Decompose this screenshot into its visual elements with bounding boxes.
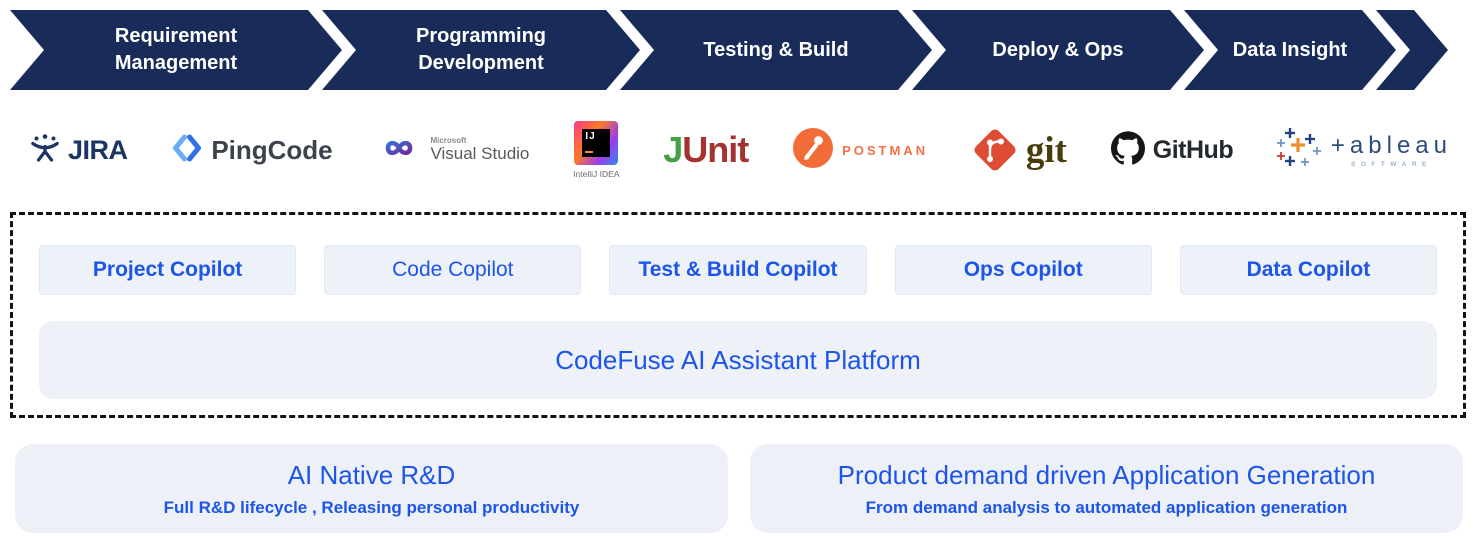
benefit-app-generation: Product demand driven Application Genera…	[750, 444, 1463, 533]
tableau-software-label: SOFTWARE	[1351, 161, 1432, 168]
intellij-dash	[585, 150, 594, 153]
stage-programming-development: Programming Development	[322, 10, 640, 90]
stage-label: Testing & Build	[703, 38, 849, 61]
benefit-ai-native-rd: AI Native R&D Full R&D lifecycle , Relea…	[15, 444, 728, 533]
microsoft-label: Microsoft	[430, 135, 467, 145]
stage-label: Programming Development	[415, 25, 547, 74]
benefit-subtitle: Full R&D lifecycle , Releasing personal …	[163, 497, 580, 517]
benefit-title: Product demand driven Application Genera…	[837, 459, 1376, 490]
tool-visual-studio: Microsoft Visual Studio	[376, 133, 529, 168]
stage-label: Requirement Management	[114, 25, 238, 74]
stage-deploy-ops: Deploy & Ops	[912, 10, 1204, 90]
benefit-title: AI Native R&D	[287, 459, 456, 490]
visual-studio-logo-icon	[376, 133, 422, 168]
project-copilot-button: Project Copilot	[39, 245, 297, 295]
codefuse-dashed-box: Project Copilot Code Copilot Test & Buil…	[10, 212, 1466, 418]
benefits-row: AI Native R&D Full R&D lifecycle , Relea…	[15, 444, 1463, 533]
github-octocat-icon	[1110, 130, 1145, 170]
junit-wordmark-j: J	[663, 129, 683, 170]
tableau-wordmark: +ableau	[1330, 132, 1452, 159]
tableau-logo-icon	[1276, 127, 1321, 174]
test-build-copilot-button: Test & Build Copilot	[609, 245, 867, 295]
tool-pingcode: PingCode	[171, 132, 333, 169]
postman-logo-icon	[792, 127, 834, 174]
tool-jira: JIRA	[30, 133, 128, 168]
tool-github: GitHub	[1110, 130, 1234, 170]
code-copilot-button: Code Copilot	[324, 245, 582, 295]
stage-data-insight: Data Insight	[1184, 10, 1396, 90]
stage-label: Data Insight	[1232, 38, 1348, 61]
data-copilot-button: Data Copilot	[1179, 245, 1438, 295]
stage-requirement-management: Requirement Management	[10, 10, 342, 90]
git-wordmark: git	[1025, 129, 1067, 171]
stage-testing-build: Testing & Build	[620, 10, 932, 90]
postman-wordmark: POSTMAN	[842, 142, 929, 158]
tool-tableau: +ableau SOFTWARE	[1276, 127, 1452, 174]
jira-logo-icon	[30, 133, 60, 168]
intellij-badge-text: IJ	[585, 131, 596, 142]
tool-git: git	[972, 127, 1067, 173]
tool-postman: POSTMAN	[792, 127, 928, 174]
jira-wordmark: JIRA	[68, 134, 128, 165]
intellij-logo-icon: IJ	[574, 121, 619, 165]
copilot-row: Project Copilot Code Copilot Test & Buil…	[39, 245, 1438, 295]
pipeline-band: Requirement Management Programming Devel…	[10, 10, 1470, 90]
codefuse-platform-bar: CodeFuse AI Assistant Platform	[39, 321, 1437, 399]
ops-copilot-button: Ops Copilot	[894, 245, 1152, 295]
intellij-caption: IntelliJ IDEA	[573, 169, 620, 179]
pingcode-wordmark: PingCode	[211, 134, 333, 165]
tools-row: JIRA PingCode Microsoft Visual Studio	[0, 102, 1478, 198]
benefit-subtitle: From demand analysis to automated applic…	[865, 497, 1348, 517]
visual-studio-wordmark: Visual Studio	[430, 144, 530, 164]
pingcode-logo-icon	[171, 132, 203, 169]
github-wordmark: GitHub	[1152, 135, 1234, 164]
codefuse-platform-label: CodeFuse AI Assistant Platform	[555, 344, 921, 375]
stage-label: Deploy & Ops	[992, 38, 1124, 61]
tool-intellij-idea: IJ IntelliJ IDEA	[573, 121, 619, 179]
git-logo-icon	[972, 127, 1018, 173]
junit-wordmark-unit: Unit	[682, 129, 749, 170]
